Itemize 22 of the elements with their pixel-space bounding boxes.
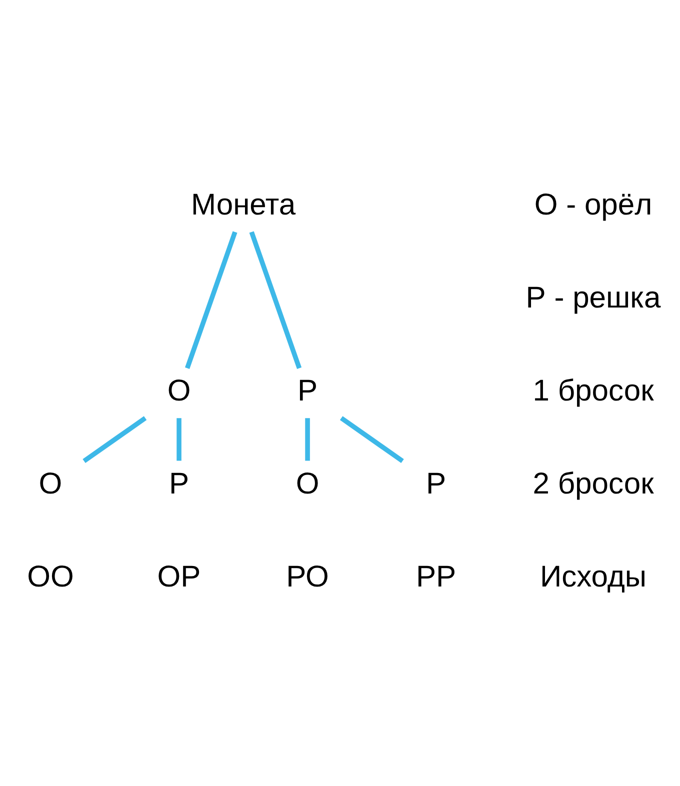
label: 2 бросок: [532, 468, 654, 501]
connector: [305, 418, 310, 461]
connector: [176, 418, 182, 461]
label: ОО: [27, 560, 74, 594]
connector: [185, 231, 238, 369]
label: О - орёл: [534, 188, 652, 222]
connector: [249, 231, 302, 369]
node-text: О: [38, 468, 62, 501]
node-text: Р: [168, 468, 190, 501]
node-text: Монета: [190, 188, 296, 222]
node-text: О: [296, 468, 320, 501]
connector: [82, 416, 147, 464]
connector: [340, 416, 404, 464]
label: Р - решка: [526, 282, 661, 315]
label: ОР: [157, 560, 201, 594]
label: Исходы: [540, 560, 647, 594]
label: РО: [286, 560, 329, 594]
node-text: О: [167, 374, 191, 408]
node-text: Р: [298, 374, 318, 408]
node-text: Р: [426, 468, 446, 501]
label: РР: [416, 560, 456, 594]
label: 1 бросок: [532, 374, 654, 408]
